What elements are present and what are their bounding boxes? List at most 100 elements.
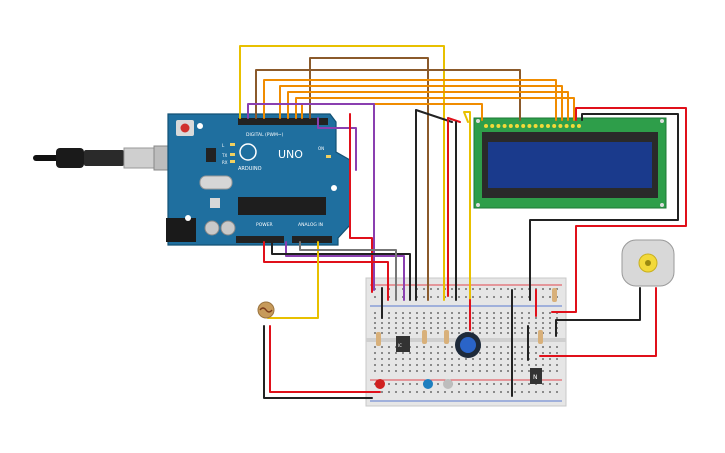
breadboard-hole xyxy=(381,391,383,393)
breadboard-hole xyxy=(451,364,453,366)
breadboard-hole xyxy=(388,332,390,334)
motor-shaft-center xyxy=(645,260,651,266)
tx-led-label: TX xyxy=(221,153,227,158)
breadboard-hole xyxy=(430,391,432,393)
breadboard-hole xyxy=(409,317,411,319)
breadboard-hole xyxy=(479,288,481,290)
lcd-pin xyxy=(570,124,575,128)
lcd-pin xyxy=(521,124,526,128)
breadboard-hole xyxy=(388,322,390,324)
lcd-pin xyxy=(496,124,501,128)
breadboard-hole xyxy=(381,346,383,348)
resistor-5[interactable] xyxy=(538,330,543,344)
breadboard-hole xyxy=(528,364,530,366)
breadboard-hole xyxy=(458,332,460,334)
breadboard-hole xyxy=(458,370,460,372)
breadboard-hole xyxy=(472,312,474,314)
breadboard-hole xyxy=(430,296,432,298)
on-led-label: ON xyxy=(318,146,324,151)
breadboard-hole xyxy=(493,327,495,329)
breadboard-hole xyxy=(409,383,411,385)
breadboard-hole xyxy=(472,383,474,385)
breadboard-hole xyxy=(528,312,530,314)
capacitor-1 xyxy=(204,220,220,236)
breadboard-hole xyxy=(458,288,460,290)
wire-red-5v xyxy=(349,113,373,293)
breadboard-hole xyxy=(521,346,523,348)
breadboard-hole xyxy=(514,391,516,393)
lcd-pin xyxy=(552,124,557,128)
breadboard-hole xyxy=(381,352,383,354)
breadboard-hole xyxy=(542,327,544,329)
lcd-pin xyxy=(515,124,519,128)
breadboard-hole xyxy=(444,312,446,314)
breadboard-hole xyxy=(493,370,495,372)
breadboard-hole xyxy=(479,317,481,319)
breadboard-hole xyxy=(409,370,411,372)
breadboard-hole xyxy=(479,296,481,298)
breadboard-hole xyxy=(458,391,460,393)
breadboard-hole xyxy=(472,364,474,366)
breadboard-hole xyxy=(535,332,537,334)
breadboard-hole xyxy=(556,391,558,393)
breadboard-hole xyxy=(381,327,383,329)
breadboard-hole xyxy=(521,358,523,360)
resistor-4[interactable] xyxy=(552,288,557,302)
dc-motor[interactable] xyxy=(621,239,675,287)
lcd-pin xyxy=(490,124,495,128)
breadboard-hole xyxy=(486,322,488,324)
breadboard-hole xyxy=(458,296,460,298)
breadboard-hole xyxy=(458,327,460,329)
breadboard-hole xyxy=(514,358,516,360)
led-white[interactable] xyxy=(443,379,453,389)
breadboard-hole xyxy=(542,383,544,385)
led-blue[interactable] xyxy=(423,379,433,389)
breadboard-hole xyxy=(465,317,467,319)
breadboard-hole xyxy=(465,322,467,324)
breadboard-hole xyxy=(388,358,390,360)
on-led xyxy=(326,155,331,158)
breadboard-hole xyxy=(374,322,376,324)
atmega-chip xyxy=(238,197,326,215)
wire-purple-1 xyxy=(247,103,375,291)
breadboard-hole xyxy=(500,312,502,314)
breadboard-hole xyxy=(535,317,537,319)
usb-plug-metal xyxy=(123,147,155,169)
resistor-1[interactable] xyxy=(376,332,381,346)
breadboard-hole xyxy=(556,383,558,385)
breadboard-hole xyxy=(451,317,453,319)
breadboard-hole xyxy=(542,391,544,393)
wire-brown-1 xyxy=(255,69,521,121)
breadboard-hole xyxy=(521,296,523,298)
breadboard-hole xyxy=(535,364,537,366)
breadboard-hole xyxy=(395,322,397,324)
breadboard-hole xyxy=(430,364,432,366)
breadboard-hole xyxy=(416,322,418,324)
wire-red-ldr xyxy=(269,325,381,393)
potentiometer-knob[interactable] xyxy=(460,337,476,353)
npn-transistor[interactable] xyxy=(530,368,542,384)
ic-component[interactable] xyxy=(396,336,410,352)
breadboard-hole xyxy=(465,391,467,393)
resistor-2[interactable] xyxy=(422,330,427,344)
breadboard-hole xyxy=(402,327,404,329)
breadboard-hole xyxy=(521,383,523,385)
breadboard-hole xyxy=(423,391,425,393)
breadboard-hole xyxy=(549,364,551,366)
breadboard-hole xyxy=(479,370,481,372)
breadboard-hole xyxy=(458,322,460,324)
breadboard-hole xyxy=(507,370,509,372)
resistor-3[interactable] xyxy=(444,330,449,344)
lcd-module xyxy=(473,117,667,209)
photoresistor[interactable] xyxy=(257,301,275,319)
breadboard-hole xyxy=(437,317,439,319)
breadboard-hole xyxy=(528,370,530,372)
lcd-pin xyxy=(577,124,581,128)
breadboard-hole xyxy=(549,312,551,314)
breadboard-hole xyxy=(507,358,509,360)
breadboard-hole xyxy=(479,312,481,314)
led-red[interactable] xyxy=(375,379,385,389)
wire-black-gnd xyxy=(271,241,411,301)
breadboard-hole xyxy=(465,296,467,298)
